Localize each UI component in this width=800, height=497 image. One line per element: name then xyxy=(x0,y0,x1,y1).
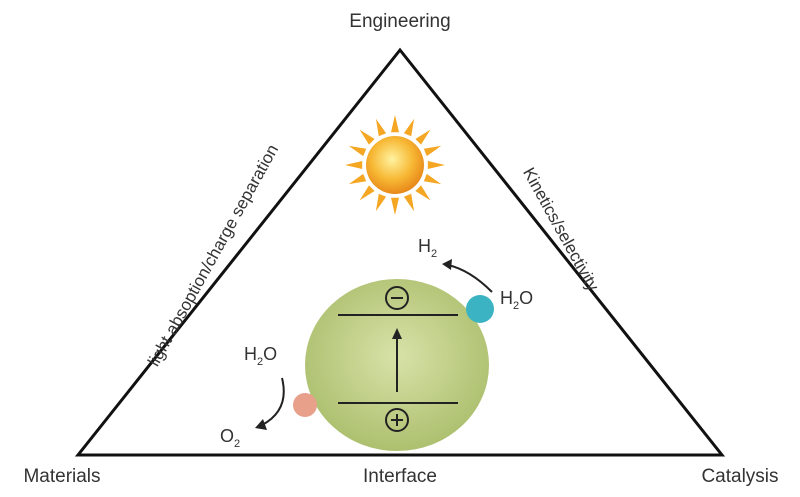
label-o2: O2 xyxy=(220,426,240,450)
oxidation-arrow-head xyxy=(255,419,267,430)
reduction-cocatalyst xyxy=(466,295,494,323)
oxidation-arrow xyxy=(261,377,285,426)
excitation-arrow-head xyxy=(392,328,402,339)
label-h2o-left: H2O xyxy=(244,344,277,368)
sun-ray xyxy=(415,185,431,201)
oxidation-cocatalyst xyxy=(293,393,317,417)
vertex-materials: Materials xyxy=(23,466,100,487)
reduction-arrow xyxy=(447,264,493,293)
sun-icon xyxy=(345,115,445,215)
sun-ray xyxy=(348,145,367,157)
edge-label-kinetics: Kinetics/selectivity xyxy=(519,164,603,294)
triangle-frame xyxy=(74,47,726,457)
sun-ray xyxy=(403,118,415,137)
sun-ray xyxy=(391,197,399,215)
sun-ray xyxy=(359,185,375,201)
sun-ray xyxy=(415,129,431,145)
sun-ray xyxy=(423,145,442,157)
vertex-catalysis: Catalysis xyxy=(701,466,778,487)
sun-ray xyxy=(345,161,363,169)
edge-label-light-absorption: light absoption/charge separation xyxy=(144,141,282,369)
label-h2o-right: H2O xyxy=(500,288,533,312)
vertex-engineering: Engineering xyxy=(349,11,450,32)
sun-ray xyxy=(403,193,415,212)
sun-ray xyxy=(423,173,442,185)
sun-ray xyxy=(375,118,387,137)
sun-ray xyxy=(391,115,399,133)
edge-interface: Interface xyxy=(363,466,437,487)
label-h2: H2 xyxy=(418,236,437,260)
sun-ray xyxy=(375,193,387,212)
sun-ray xyxy=(359,129,375,145)
hole-symbol xyxy=(385,408,409,432)
reduction-arrow-head xyxy=(442,259,452,270)
sun-ray xyxy=(348,173,367,185)
sun-ray xyxy=(427,161,445,169)
electron-symbol xyxy=(385,286,409,310)
